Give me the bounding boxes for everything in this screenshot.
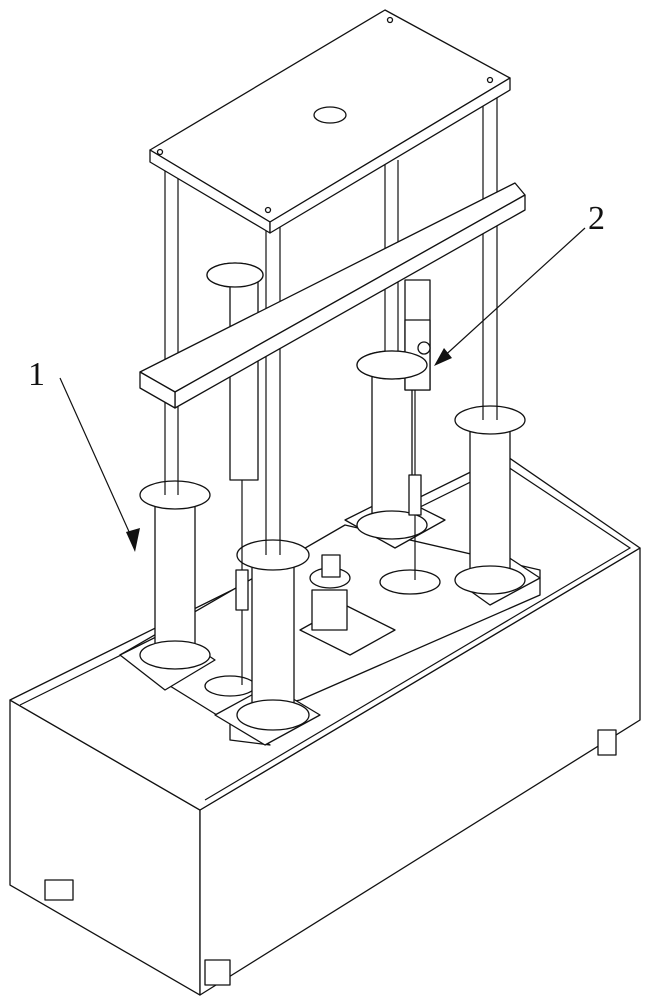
columns: [139, 80, 526, 731]
cross-bar: [139, 182, 526, 409]
top-plate: [149, 9, 511, 234]
part-label-1: 1: [28, 356, 45, 393]
part-label-2: 2: [588, 200, 605, 237]
leader-arrows: [59, 227, 586, 552]
